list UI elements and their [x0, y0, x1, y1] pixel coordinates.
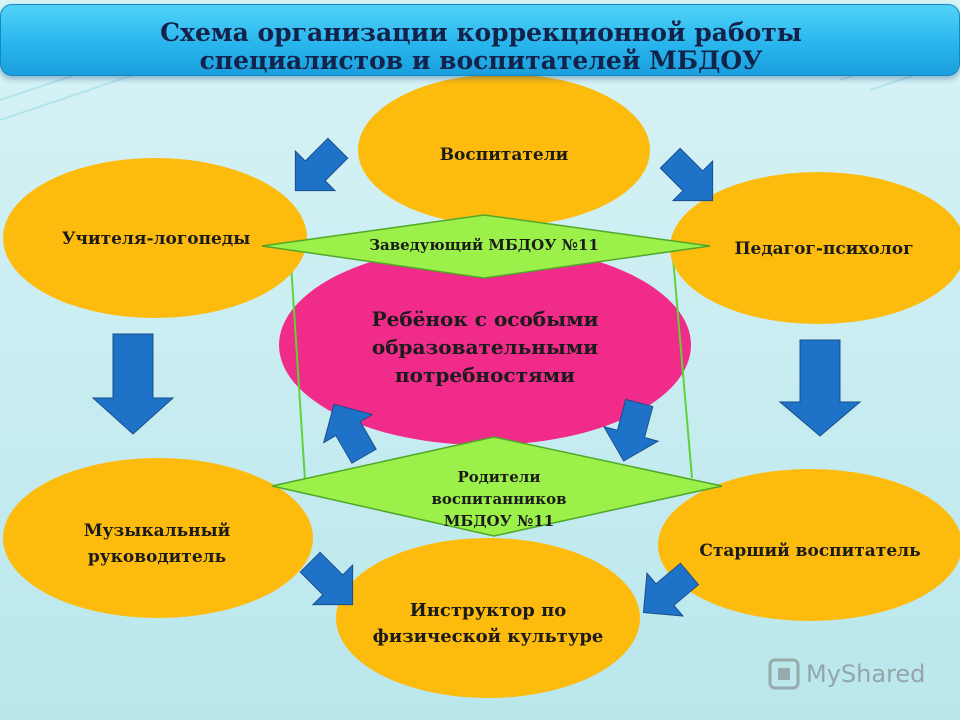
- arrow-top-right: [659, 147, 714, 202]
- parents-diamond: [271, 436, 723, 537]
- senior-educator-label: Старший воспитатель: [699, 541, 921, 561]
- pe-instructor-label: Инструктор по физической культуре: [372, 600, 604, 647]
- educators-ellipse: [358, 74, 650, 226]
- parents-label: Родители воспитанников МБДОУ №11: [431, 468, 567, 530]
- arrow-center-up: [322, 403, 377, 464]
- page-title: Схема организации коррекционной работы с…: [160, 18, 802, 75]
- watermark-logo-icon: [768, 658, 800, 690]
- head-diamond: [261, 214, 711, 279]
- psychologist-label: Педагог-психолог: [734, 239, 914, 259]
- senior-educator-ellipse: [658, 469, 960, 621]
- head-label: Заведующий МБДОУ №11: [369, 236, 599, 254]
- music-director-label: Музыкальный руководитель: [83, 521, 231, 567]
- arrow-left-down: [91, 333, 175, 435]
- title-banner: Схема организации коррекционной работы с…: [0, 4, 960, 76]
- connector-line-right: [671, 245, 693, 479]
- arrow-bottom-left: [299, 551, 354, 606]
- watermark-text: MyShared: [806, 660, 926, 688]
- pe-instructor-ellipse: [336, 538, 640, 698]
- connector-line-left: [289, 247, 306, 481]
- arrow-right-down: [778, 339, 862, 437]
- psychologist-ellipse: [670, 172, 960, 324]
- speech-therapists-ellipse: [3, 158, 307, 318]
- arrow-bottom-right: [642, 562, 700, 617]
- music-director-ellipse: [3, 458, 313, 618]
- arrow-top-left: [294, 137, 349, 192]
- speech-therapists-label: Учителя-логопеды: [61, 229, 251, 249]
- arrow-center-down: [602, 398, 660, 462]
- center-label: Ребёнок с особыми образовательными потре…: [371, 307, 599, 387]
- educators-label: Воспитатели: [439, 145, 569, 165]
- center-ellipse: [279, 245, 691, 445]
